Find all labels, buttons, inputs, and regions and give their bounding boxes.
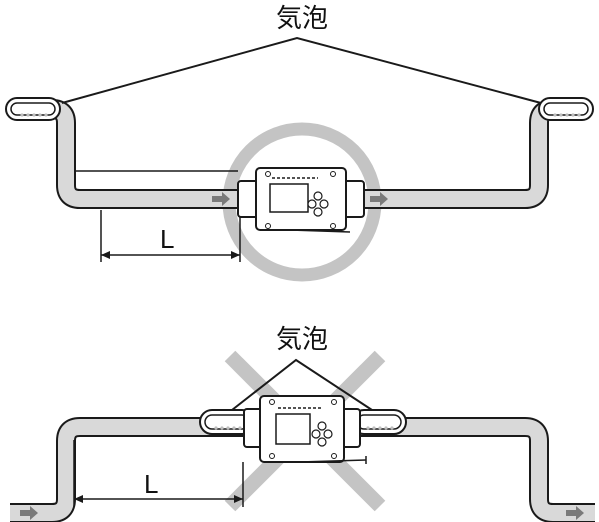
bottom-left-bubble: [199, 409, 255, 435]
top-figure: [5, 36, 594, 282]
bottom-right-bubble: [351, 409, 407, 435]
bottom-bubble-leaders: [231, 358, 373, 411]
top-length-label: L: [160, 224, 175, 254]
top-flow-arrow-in: [212, 192, 230, 206]
bottom-bubble-label: 気泡: [276, 324, 329, 354]
top-bubble-leaders: [61, 36, 542, 104]
bottom-flow-arrow-in: [20, 506, 38, 520]
bottom-length-dimension: [73, 440, 244, 507]
bottom-figure: [10, 350, 595, 522]
bottom-flow-sensor: [243, 395, 367, 464]
bottom-flow-arrow-out: [566, 506, 584, 520]
top-flow-arrow-out: [370, 192, 388, 206]
top-bubble-label: 気泡: [276, 3, 329, 33]
top-right-bubble: [538, 97, 594, 121]
top-length-dimension: [100, 210, 241, 262]
bottom-length-label: L: [144, 469, 159, 499]
top-flow-sensor: [237, 167, 365, 233]
top-left-bubble: [5, 97, 61, 121]
